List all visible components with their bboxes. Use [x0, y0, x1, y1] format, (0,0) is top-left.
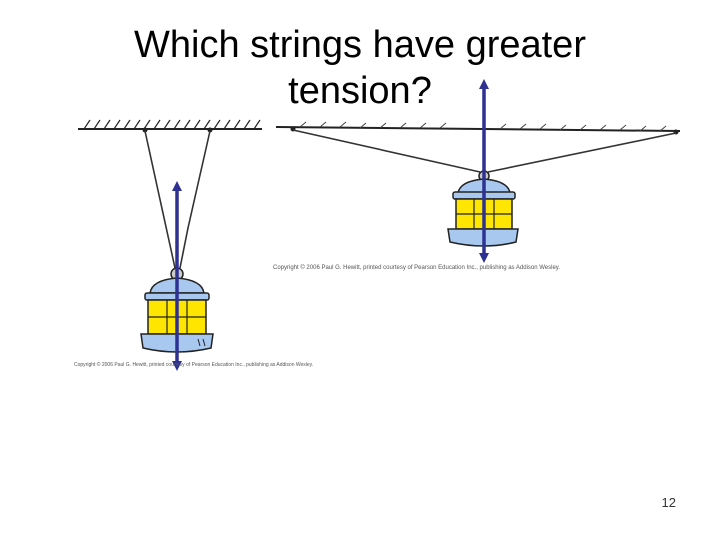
right-copyright-credit: Copyright © 2006 Paul G. Hewitt, printed… — [273, 265, 561, 271]
page-number: 12 — [661, 495, 676, 510]
right-strings — [292, 129, 677, 173]
right-ceiling — [275, 121, 681, 135]
right-hanging-lantern — [275, 79, 681, 263]
left-strings — [144, 130, 211, 269]
slide-title: Which strings have greater tension? — [60, 22, 660, 114]
left-ceiling — [78, 119, 262, 133]
title-line-2: tension? — [288, 70, 432, 112]
title-line-1: Which strings have greater — [134, 24, 586, 66]
left-copyright-credit: Copyright © 2006 Paul G. Hewitt, printed… — [74, 362, 314, 368]
left-hanging-lantern — [78, 119, 262, 371]
